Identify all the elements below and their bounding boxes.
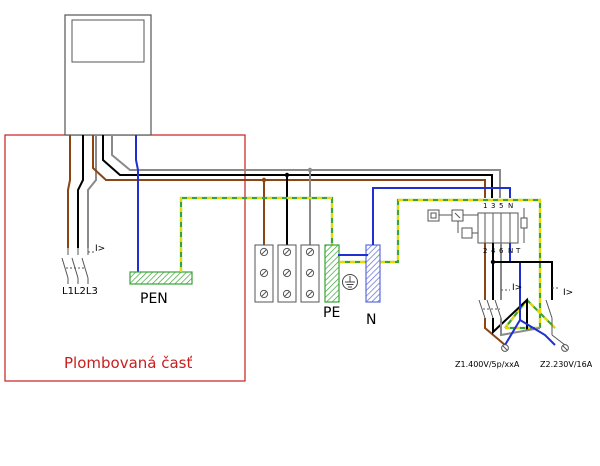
rcd-top-n: N — [508, 202, 514, 210]
rcd-bottom-n: N — [508, 247, 514, 255]
neutral-wire — [372, 187, 511, 245]
z1-outputs — [484, 297, 556, 346]
rcd-bottom-6: 6 — [499, 247, 504, 255]
pen-bar — [129, 271, 193, 285]
socket-terminals — [501, 344, 569, 352]
rcd-top-1: 1 — [483, 202, 488, 210]
z2-breaker-label: I> — [563, 288, 574, 298]
pen-label: PEN — [140, 291, 168, 307]
sealed-part-label: Plombovaná časť — [64, 354, 193, 372]
rcd-top-5: 5 — [499, 202, 504, 210]
z2-circuit-label: Z2.230V/16A — [540, 360, 593, 369]
z1-breaker — [478, 289, 510, 319]
main-breaker — [61, 248, 94, 284]
main-breaker-label: I> — [95, 244, 106, 254]
z2-breaker — [545, 287, 566, 346]
terminal-blocks — [254, 244, 320, 303]
z1-circuit-label: Z1.400V/5p/xxA — [455, 360, 520, 369]
feeder-wires — [92, 135, 501, 198]
rcd-test-label: T — [516, 247, 521, 255]
sealed-part-frame — [4, 134, 246, 382]
pe-label: PE — [323, 305, 341, 321]
meter-to-breaker-wires — [67, 135, 97, 248]
z1-breaker-label: I> — [512, 283, 523, 293]
terminal-taps — [261, 167, 313, 245]
pe-terminal — [324, 244, 340, 303]
electricity-meter — [64, 14, 152, 136]
rcd-device — [427, 208, 528, 244]
rcd-bottom-4: 4 — [491, 247, 496, 255]
pen-wire — [135, 135, 139, 272]
n-label: N — [366, 312, 377, 328]
rcd-top-3: 3 — [491, 202, 496, 210]
rcd-bottom-2: 2 — [483, 247, 488, 255]
rcd-output-wires — [484, 243, 553, 300]
earth-symbol-icon — [342, 274, 358, 290]
phases-label: L1L2L3 — [62, 286, 98, 297]
n-terminal — [365, 244, 381, 303]
